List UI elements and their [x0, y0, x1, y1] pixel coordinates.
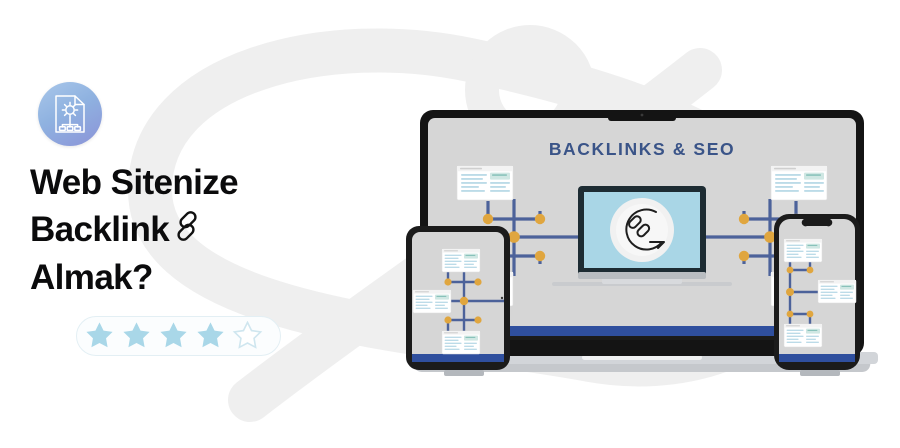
- page-title: Web Sitenize Backlink Almak?: [30, 160, 360, 302]
- phone-network-nodes: [786, 266, 814, 318]
- link-loop-arrow-icon: [625, 208, 665, 251]
- headline-line-2-text: Backlink: [30, 209, 170, 249]
- headline-line-3: Almak?: [30, 258, 153, 298]
- headline-line-1: Web Sitenize: [30, 163, 239, 202]
- tablet-card-left: [412, 289, 452, 314]
- chain-link-icon: [170, 209, 204, 256]
- phone-device: [774, 214, 860, 370]
- phone-notch: [801, 219, 833, 227]
- star-rating: [76, 315, 281, 356]
- phone-card-top: [783, 238, 823, 263]
- laptop-accent-bar: [428, 326, 856, 336]
- headline-line-2: Backlink: [30, 207, 360, 256]
- tablet-card-top: [441, 248, 481, 273]
- star-filled-group: [85, 322, 224, 347]
- star-empty-group: [233, 321, 261, 348]
- tablet-device: [406, 226, 510, 370]
- inner-monitor: [552, 186, 732, 286]
- laptop-screen-title: BACKLINKS & SEO: [549, 139, 735, 159]
- laptop-device: BACKLINKS & SEO: [406, 110, 878, 376]
- phone-card-bottom: [783, 323, 823, 348]
- phone-accent-bar: [779, 354, 855, 362]
- laptop-card-top-right: [770, 165, 828, 201]
- laptop-card-top-left: [456, 165, 514, 201]
- tablet-accent-bar: [412, 354, 504, 362]
- sitemap-document-gear-icon: [38, 82, 102, 146]
- tablet-card-bottom: [441, 330, 481, 355]
- phone-card-middle: [817, 279, 857, 304]
- devices-illustration: BACKLINKS & SEO: [406, 110, 878, 376]
- tablet-network-nodes: [444, 278, 482, 324]
- left-content-column: Web Sitenize Backlink Almak?: [30, 82, 360, 356]
